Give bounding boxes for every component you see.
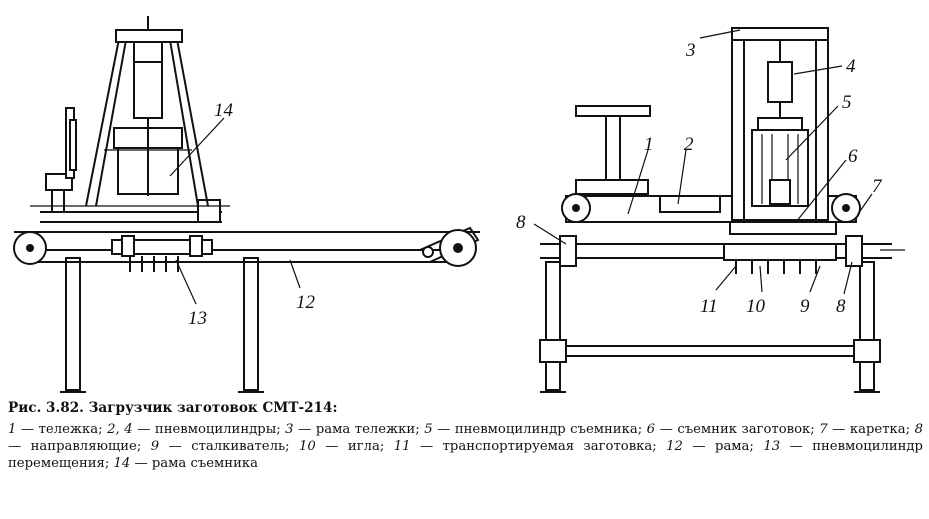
end-view bbox=[533, 27, 905, 393]
callout-6: 6 bbox=[848, 146, 858, 167]
cylinder-4 bbox=[767, 40, 793, 118]
figure-caption: Рис. 3.82. Загрузчик заготовок СМТ-214: … bbox=[8, 400, 923, 472]
legend-number: 3 bbox=[285, 422, 294, 437]
side-leaders bbox=[169, 117, 301, 305]
legend-number: 14 bbox=[113, 456, 131, 471]
legend-number: 9 bbox=[150, 439, 160, 454]
callout-9: 9 bbox=[800, 296, 810, 317]
callout-8a: 8 bbox=[516, 212, 526, 233]
legend-number: 11 bbox=[393, 439, 411, 454]
callout-3: 3 bbox=[685, 40, 696, 61]
frame-rail bbox=[14, 226, 480, 263]
guide-rails bbox=[540, 235, 905, 267]
legend-text: — сталкиватель; bbox=[159, 439, 300, 454]
callout-8b: 8 bbox=[836, 296, 846, 317]
callout-7: 7 bbox=[872, 176, 883, 197]
callout-4: 4 bbox=[846, 56, 856, 77]
legend-number: 6 bbox=[646, 422, 656, 437]
side-wheels bbox=[13, 229, 477, 267]
callout-5: 5 bbox=[842, 92, 852, 113]
legend-text: — тележка; bbox=[16, 422, 108, 437]
left-frame-legs bbox=[60, 257, 264, 393]
legend-number: 13 bbox=[763, 439, 781, 454]
legend-text: — рама; bbox=[682, 439, 764, 454]
legend-text: — каретка; bbox=[827, 422, 915, 437]
legend-text: — рама съемника bbox=[130, 456, 258, 471]
callout-1: 1 bbox=[644, 134, 654, 155]
callout-2: 2 bbox=[684, 134, 694, 155]
legend-text: — игла; bbox=[315, 439, 394, 454]
legend-number: 8 bbox=[914, 422, 923, 437]
legend-number: 1 bbox=[8, 422, 17, 437]
legend-text: — съемник заготовок; bbox=[655, 422, 820, 437]
remover-frame bbox=[85, 16, 209, 207]
side-view bbox=[13, 16, 480, 393]
remover bbox=[751, 117, 809, 207]
legend-text: — пневмоцилиндры; bbox=[132, 422, 286, 437]
travel-cylinder bbox=[111, 235, 213, 272]
legend-number: 12 bbox=[666, 439, 683, 454]
legend-number: 7 bbox=[819, 422, 828, 437]
callout-labels: 14 13 12 3 4 5 1 2 6 7 8 11 10 9 8 bbox=[188, 40, 883, 329]
end-leaders bbox=[533, 29, 873, 295]
callout-11: 11 bbox=[700, 296, 718, 317]
technical-drawing: 14 13 12 3 4 5 1 2 6 7 8 11 10 9 8 bbox=[13, 16, 905, 393]
legend-text: — пневмоцилиндр перемещения; bbox=[8, 439, 923, 471]
legend-text: — направляющие; bbox=[8, 439, 151, 454]
callout-13: 13 bbox=[188, 308, 207, 329]
end-stand bbox=[575, 105, 651, 195]
caption-legend: 1 — тележка; 2, 4 — пневмоцилиндры; 3 — … bbox=[8, 421, 923, 472]
drawing-svg: 14 13 12 3 4 5 1 2 6 7 8 11 10 9 8 bbox=[13, 16, 905, 393]
right-frame-legs bbox=[539, 261, 881, 393]
legend-number: 10 bbox=[299, 439, 316, 454]
callout-12: 12 bbox=[296, 292, 316, 313]
legend-text: — транспортируемая заготовка; bbox=[410, 439, 667, 454]
callout-14: 14 bbox=[214, 100, 234, 121]
legend-text: — пневмоцилиндр съемника; bbox=[432, 422, 647, 437]
legend-text: — рама тележки; bbox=[293, 422, 425, 437]
legend-number: 5 bbox=[424, 422, 433, 437]
needle-block bbox=[723, 221, 837, 274]
legend-number: 2, 4 bbox=[107, 422, 133, 437]
side-carriage bbox=[30, 173, 410, 233]
side-lever bbox=[65, 107, 77, 179]
needles bbox=[129, 256, 179, 272]
callout-10: 10 bbox=[746, 296, 766, 317]
caption-title: Рис. 3.82. Загрузчик заготовок СМТ-214: bbox=[8, 400, 338, 416]
